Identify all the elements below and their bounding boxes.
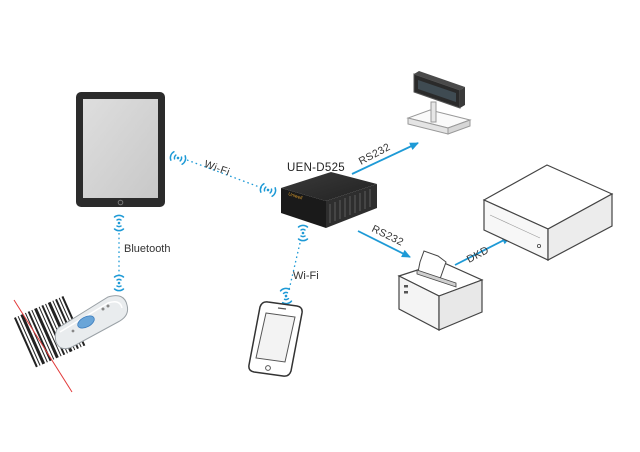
drawer-lock bbox=[537, 243, 542, 248]
tablet-bluetooth-icon bbox=[113, 214, 125, 232]
scanner-bluetooth-icon bbox=[113, 274, 125, 292]
display-arrow bbox=[351, 142, 419, 175]
phone-link-line bbox=[288, 242, 301, 291]
smartphone-device bbox=[248, 301, 303, 377]
printer-link-label: RS232 bbox=[370, 223, 406, 249]
display-rs232-link: RS232 bbox=[351, 141, 419, 175]
customer-display bbox=[406, 71, 472, 135]
tablet-device bbox=[76, 92, 165, 207]
hub-signal-icon-left bbox=[258, 182, 278, 198]
tablet-wifi-link: Wi-Fi bbox=[168, 150, 278, 198]
scanner-trigger-button bbox=[77, 315, 95, 329]
barcode-scan-line bbox=[13, 299, 73, 393]
hub-box: Uniwell bbox=[281, 172, 377, 228]
phone-home-button bbox=[265, 365, 271, 371]
phone-link-label: Wi-Fi bbox=[293, 270, 319, 282]
receipt-printer bbox=[397, 250, 484, 331]
phone-signal-icon bbox=[279, 286, 293, 306]
hub-signal-icon-bottom bbox=[297, 224, 309, 242]
hub-label: UEN-D525 bbox=[287, 162, 345, 174]
tablet-screen bbox=[83, 99, 158, 198]
printer-rs232-link: RS232 bbox=[357, 223, 411, 258]
scanner-bluetooth-link: Bluetooth bbox=[113, 214, 170, 292]
tablet-link-label: Wi-Fi bbox=[203, 158, 232, 178]
printer-arrow bbox=[357, 230, 411, 258]
drawer-link-label: DKD bbox=[465, 244, 491, 266]
tablet-signal-icon bbox=[168, 150, 188, 166]
display-pole bbox=[430, 101, 437, 123]
phone-wifi-link: Wi-Fi bbox=[279, 242, 319, 306]
drawer-dkd-link: DKD bbox=[454, 236, 511, 266]
drawer-arrow bbox=[454, 236, 511, 266]
phone-screen bbox=[255, 312, 296, 363]
tablet-home-button bbox=[117, 199, 124, 206]
cash-drawer bbox=[482, 164, 614, 261]
hub-brand-mark: Uniwell bbox=[288, 191, 303, 200]
scanner-link-label: Bluetooth bbox=[124, 243, 170, 255]
barcode-scanner bbox=[54, 295, 129, 350]
